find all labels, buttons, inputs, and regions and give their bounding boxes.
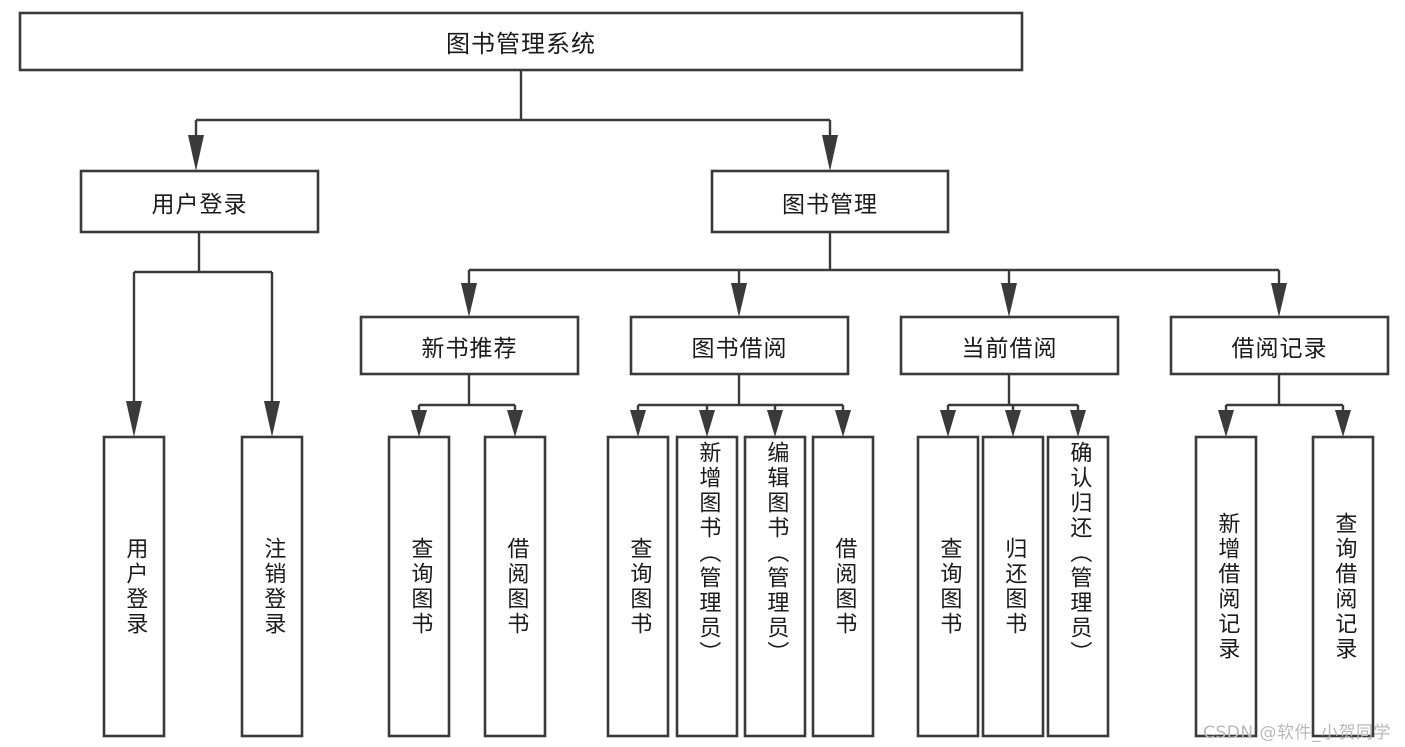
arrow-to-leaf-query-borrow-record [1335, 410, 1351, 437]
node-box-leaf-return-book[interactable] [981, 435, 1045, 738]
node-box-leaf-logout[interactable] [240, 435, 304, 738]
arrow-to-leaf-query-book-recommend [411, 410, 427, 437]
node-box-book-borrow[interactable] [629, 315, 850, 376]
arrow-to-book-borrow [731, 283, 747, 317]
arrow-to-leaf-add-borrow-record [1218, 410, 1234, 437]
arrow-to-leaf-borrow-book [835, 410, 851, 437]
node-box-leaf-add-borrow-record[interactable] [1194, 435, 1258, 738]
node-box-current-borrow[interactable] [899, 315, 1120, 376]
node-box-leaf-user-login[interactable] [102, 435, 166, 738]
node-box-user-login[interactable] [79, 169, 320, 234]
arrow-to-leaf-edit-book-admin [767, 410, 783, 437]
arrow-to-leaf-query-book-borrow [630, 410, 646, 437]
node-box-root[interactable] [18, 11, 1024, 72]
node-layer [18, 11, 1390, 738]
node-box-leaf-borrow-book[interactable] [811, 435, 875, 738]
node-box-borrow-record[interactable] [1169, 315, 1390, 376]
node-box-new-book-recommend[interactable] [359, 315, 580, 376]
arrow-to-leaf-return-book [1005, 410, 1021, 437]
node-box-leaf-edit-book-admin[interactable] [743, 435, 807, 738]
node-box-leaf-query-book-recommend[interactable] [387, 435, 451, 738]
node-box-leaf-borrow-book-recommend[interactable] [483, 435, 547, 738]
node-box-leaf-confirm-return-admin[interactable] [1046, 435, 1110, 738]
arrow-to-leaf-logout [264, 401, 280, 437]
node-box-leaf-query-book-borrow[interactable] [606, 435, 670, 738]
node-box-book-management[interactable] [710, 169, 950, 234]
arrow-root-to-user-login [188, 135, 204, 171]
arrow-to-borrow-record [1271, 283, 1287, 317]
arrow-to-leaf-user-login [126, 401, 142, 437]
csdn-watermark: CSDN @软件_小贺同学 [1203, 723, 1391, 743]
arrow-to-current-borrow [1001, 283, 1017, 317]
arrow-to-leaf-query-book-current [940, 410, 956, 437]
node-box-leaf-query-borrow-record[interactable] [1311, 435, 1375, 738]
arrow-to-leaf-borrow-book-recommend [507, 410, 523, 437]
arrow-to-leaf-confirm-return-admin [1070, 410, 1086, 437]
connector-layer [126, 70, 1351, 437]
arrow-to-new-book-recommend [461, 283, 477, 317]
node-box-leaf-query-book-current[interactable] [916, 435, 980, 738]
node-box-leaf-add-book-admin[interactable] [675, 435, 739, 738]
arrow-to-leaf-add-book-admin [699, 410, 715, 437]
arrow-root-to-book-management [822, 135, 838, 171]
